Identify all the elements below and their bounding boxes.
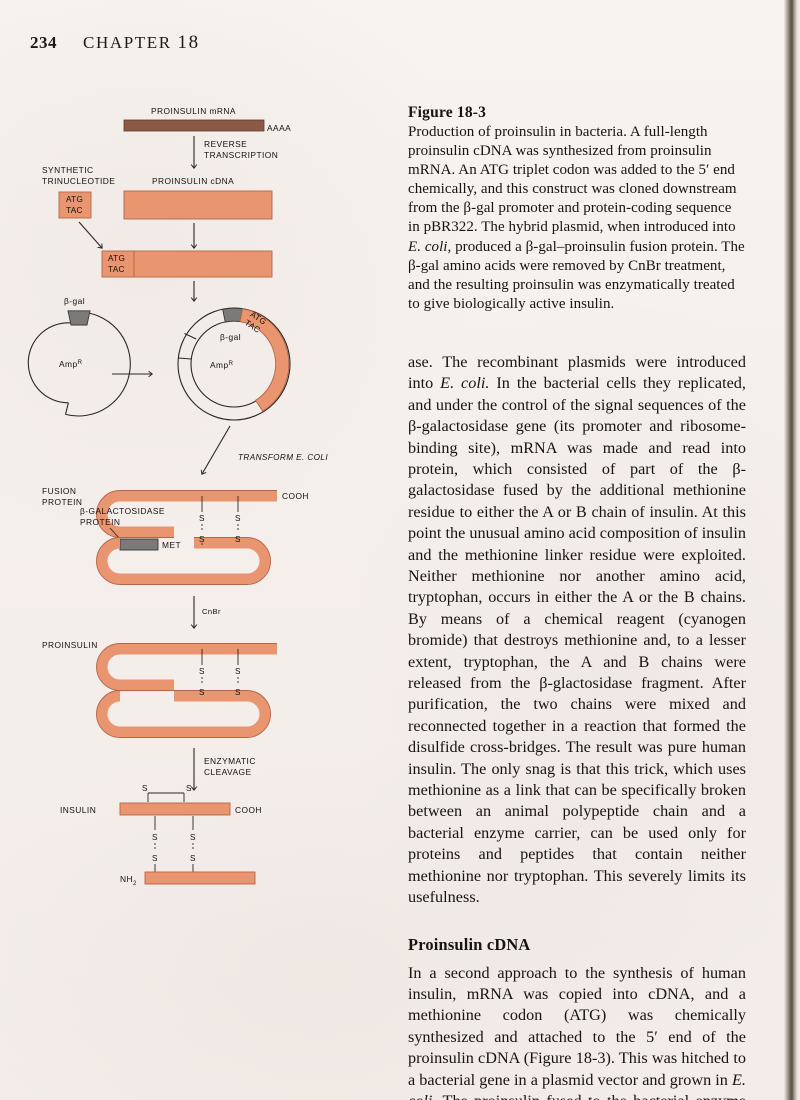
- label-fusion-line1: FUSION: [42, 486, 76, 496]
- label-s-insulin-2a: S: [190, 833, 196, 842]
- label-proinsulin: PROINSULIN: [42, 640, 98, 650]
- plasmid-tick-1: [178, 357, 192, 360]
- label-atg-synthetic: ATG: [66, 195, 83, 204]
- label-cnbr: CnBr: [202, 607, 221, 616]
- text-run: In a second approach to the synthesis of…: [408, 963, 746, 1089]
- fusion-chain-upper-outline: [96, 490, 277, 538]
- label-insulin: INSULIN: [60, 805, 96, 815]
- label-s-insulin-1b: S: [152, 854, 158, 863]
- arrow-attach-trinucleotide: [78, 221, 102, 248]
- vector-bgal-segment: [67, 310, 91, 326]
- running-head: 234 CHAPTER 18: [30, 32, 200, 54]
- plasmid-bgal-segment: [222, 307, 244, 323]
- vector-cut-end-1: [64, 402, 69, 415]
- label-nh2: NH2: [120, 874, 137, 887]
- fusion-chain-upper: [96, 490, 277, 538]
- fusion-chain-lower: [96, 537, 271, 585]
- pathway-diagram-svg: PROINSULIN mRNA AAAA REVERSE TRANSCRIPTI…: [27, 106, 328, 887]
- arrow-transform: [202, 425, 231, 474]
- body-paragraph-2: In a second approach to the synthesis of…: [408, 963, 746, 1100]
- label-s-proinsulin-2b: S: [235, 688, 241, 697]
- chapter-number: 18: [177, 32, 200, 53]
- plasmid-tick-2: [184, 333, 197, 340]
- proinsulin-chain-upper: [96, 643, 277, 691]
- label-enzymatic-line1: ENZYMATIC: [204, 756, 256, 766]
- label-reverse-transcription-line1: REVERSE: [204, 139, 247, 149]
- cdna-bar: [123, 190, 273, 220]
- label-proinsulin-cdna: PROINSULIN cDNA: [152, 176, 234, 186]
- label-s-insulin-top-2: S: [186, 784, 192, 793]
- vector-outer-arc: [65, 311, 131, 417]
- label-proinsulin-mrna: PROINSULIN mRNA: [151, 106, 236, 116]
- figure-caption: Production of proinsulin in bacteria. A …: [408, 123, 746, 314]
- fusion-bgal-box: [119, 538, 159, 551]
- page-edge-gutter: [784, 0, 800, 1100]
- proinsulin-chain-upper-outline: [96, 643, 277, 691]
- label-cooh-fusion: COOH: [282, 491, 309, 501]
- body-paragraph-1: ase. The recombinant plasmids were intro…: [408, 352, 746, 909]
- figure-18-3-diagram: PROINSULIN mRNA AAAA REVERSE TRANSCRIPTI…: [24, 96, 394, 926]
- label-enzymatic-line2: CLEAVAGE: [204, 767, 252, 777]
- label-amp-plasmid: AmpR: [210, 360, 234, 370]
- label-s-proinsulin-1b: S: [199, 688, 205, 697]
- mrna-bar: [123, 119, 265, 132]
- label-s-insulin-top-1: S: [142, 784, 148, 793]
- label-amp-vector: AmpR: [59, 359, 83, 369]
- label-s-proinsulin-1a: S: [199, 667, 205, 676]
- page-number: 234: [30, 33, 57, 52]
- insulin-b-chain: [144, 871, 256, 885]
- construct-cdna-bar: [133, 250, 273, 278]
- label-atg-construct: ATG: [108, 254, 125, 263]
- plasmid-insert-segment: [239, 308, 290, 412]
- italic-term: E. coli.: [440, 374, 490, 393]
- label-synthetic-line1: SYNTHETIC: [42, 165, 94, 175]
- label-bgal-vector: β-gal: [64, 296, 85, 306]
- label-reverse-transcription-line2: TRANSCRIPTION: [204, 150, 278, 160]
- text-run: produced a β-gal–proinsulin fusion prote…: [408, 238, 745, 312]
- italic-term: E. coli.: [408, 1070, 746, 1100]
- label-cooh-insulin: COOH: [235, 805, 262, 815]
- label-bgalactosidase-line2: PROTEIN: [80, 517, 120, 527]
- figure-title: Figure 18-3: [408, 104, 487, 121]
- label-s-insulin-2b: S: [190, 854, 196, 863]
- italic-term: E. coli,: [408, 238, 452, 255]
- proinsulin-chain-lower: [96, 690, 271, 738]
- label-s-fusion-1a: S: [199, 514, 205, 523]
- label-tac-construct: TAC: [108, 265, 125, 274]
- synthetic-trinucleotide-box: [58, 191, 92, 219]
- vector-inner-arc: [27, 322, 79, 404]
- label-tac-synthetic: TAC: [66, 206, 83, 215]
- chapter-word: CHAPTER: [83, 33, 172, 52]
- chapter-label: CHAPTER 18: [83, 32, 200, 54]
- label-s-proinsulin-2a: S: [235, 667, 241, 676]
- label-transform-ecoli: TRANSFORM E. COLI: [238, 453, 328, 462]
- label-fusion-line2: PROTEIN: [42, 497, 82, 507]
- label-poly-a-tail: AAAA: [267, 123, 291, 133]
- proinsulin-chain-lower-outline: [96, 690, 271, 738]
- fusion-chain-lower-outline: [96, 537, 271, 585]
- text-run: In the bacterial cells they replicated, …: [408, 374, 746, 907]
- label-bgal-plasmid: β-gal: [220, 332, 241, 342]
- text-run: The proinsulin fused to the bacterial en…: [408, 1092, 746, 1100]
- label-s-fusion-2a: S: [235, 514, 241, 523]
- label-s-fusion-2b: S: [235, 535, 241, 544]
- label-synthetic-line2: TRINUCLEOTIDE: [42, 176, 115, 186]
- label-s-fusion-1b: S: [199, 535, 205, 544]
- label-s-insulin-1a: S: [152, 833, 158, 842]
- text-run: Production of proinsulin in bacteria. A …: [408, 124, 737, 236]
- label-bgalactosidase-line1: β-GALACTOSIDASE: [80, 506, 165, 516]
- section-heading-proinsulin-cdna: Proinsulin cDNA: [408, 934, 531, 954]
- label-met: MET: [162, 540, 181, 550]
- insulin-a-chain: [119, 802, 231, 816]
- text-run: ase. The recombinant plasmids were intro…: [408, 352, 746, 393]
- text-column: Figure 18-3 Production of proinsulin in …: [408, 104, 746, 1100]
